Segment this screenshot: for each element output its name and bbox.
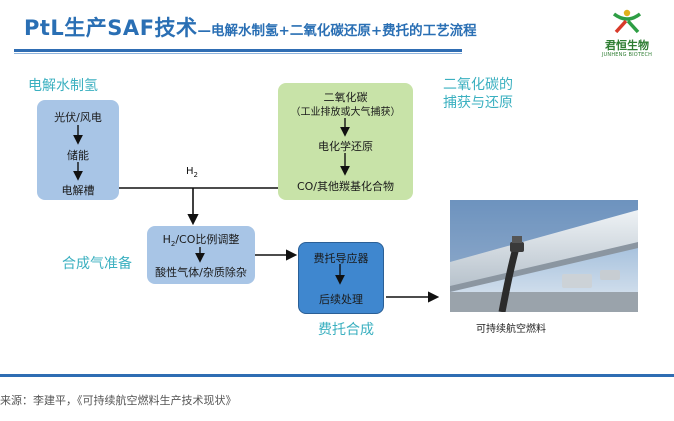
co2-step-1: 二氧化碳 [323,91,368,104]
electrolysis-step-3: 电解槽 [61,184,95,197]
saf-caption: 可持续航空燃料 [476,324,546,335]
label-co2-line2: 捕获与还原 [443,95,513,111]
title-rule-thin [14,53,462,54]
source-citation: 来源：李建平，《可持续航空燃料生产技术现状》 [0,394,237,407]
page-title: PtL生产SAF技术—电解水制氢+二氧化碳还原+费托的工艺流程 [24,12,477,42]
title-rule [14,49,462,52]
syngas-h-symbol: H [162,233,171,246]
label-electrolysis: 电解水制氢 [28,78,98,94]
h2-label: H2 [186,166,198,179]
label-co2-line1: 二氧化碳的 [443,77,513,93]
syngas-step-1: H2/CO比例调整 [147,231,255,248]
aircraft-refueling-image [450,200,638,312]
ft-step-2: 后续处理 [319,293,363,306]
syngas-h-subscript: 2 [170,240,176,249]
title-main: PtL生产SAF技术 [24,16,198,40]
electrolysis-step-1: 光伏/风电 [54,111,102,124]
co2-step-2: 电化学还原 [318,140,373,153]
slide: PtL生产SAF技术—电解水制氢+二氧化碳还原+费托的工艺流程 君恒生物 JUN… [0,8,674,377]
syngas-step-2: 酸性气体/杂质除杂 [155,266,247,279]
electrolysis-box: 光伏/风电 储能 电解槽 [37,100,119,200]
title-sub: —电解水制氢+二氧化碳还原+费托的工艺流程 [197,23,477,39]
h2-symbol: H [186,166,194,177]
label-syngas-prep: 合成气准备 [62,256,132,272]
h2-subscript: 2 [193,171,198,179]
electrolysis-step-2: 储能 [67,149,89,162]
logo-name: 君恒生物 [605,39,649,52]
ft-step-1: 费托导应器 [313,252,369,265]
co2-step-3: CO/其他羰基化合物 [296,180,395,193]
syngas-ratio-text: /CO比例调整 [175,233,240,246]
co2-box: 二氧化碳 （工业排放或大气捕获） 电化学还原 CO/其他羰基化合物 [278,83,413,200]
flow-connectors [73,118,440,303]
co2-step-1-note: （工业排放或大气捕获） [290,107,401,118]
company-logo: 君恒生物 JUNHENG BIOTECH [592,8,662,62]
footer-rule [0,374,674,377]
junheng-logo-icon [612,9,642,34]
logo-english: JUNHENG BIOTECH [601,52,653,58]
label-ft-synthesis: 费托合成 [318,322,374,338]
